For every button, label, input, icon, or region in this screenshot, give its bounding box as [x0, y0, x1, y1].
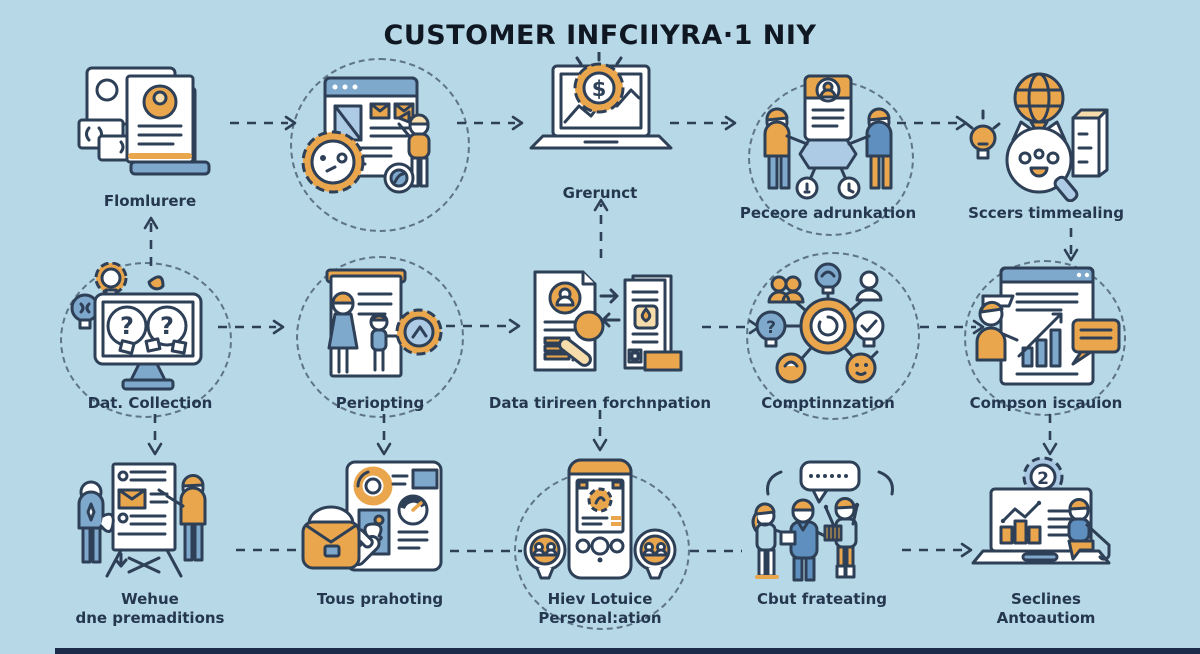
step-label: Comptinnzation: [761, 394, 895, 412]
svg-text:?: ?: [766, 318, 776, 338]
flow-step: Data tirireen forchnpation: [488, 262, 712, 413]
flow-arrow-right: [236, 548, 300, 552]
laptop-dollar-chart-icon: $: [529, 52, 673, 150]
step-label-line1: Hiev Lotuice: [547, 590, 653, 608]
step-label: Periopting: [335, 394, 425, 412]
step-label: Cbut frateating: [756, 590, 888, 608]
step-label-line2: Personal:ation: [538, 609, 662, 628]
website-email-gear-person-icon: [301, 76, 431, 194]
step-label-line1: Seclines: [1011, 590, 1081, 608]
svg-text:2: 2: [1037, 469, 1049, 489]
dashed-circle: [964, 260, 1126, 416]
page-title: CUSTOMER INFCIIYRA·1 NIY: [383, 20, 817, 51]
dashed-circle: [290, 58, 470, 232]
monitor-question-ideas-icon: ? ?: [70, 262, 203, 391]
flow-arrow-right: [690, 549, 742, 553]
flow-arrow-right: [230, 115, 297, 131]
dashed-circle: [60, 262, 232, 418]
step-label: Peceore adrunkation: [739, 204, 917, 222]
step-label: Grerunct: [562, 184, 638, 202]
flow-step: Wehue dne premaditions: [38, 458, 262, 628]
step-label: Seclines Antoautiom: [997, 590, 1096, 628]
flow-step: Tous prahoting: [268, 458, 492, 609]
flow-step: ? Comptinnzation: [716, 262, 940, 413]
briefcase-dashboard-hand-icon: [301, 460, 443, 572]
flow-arrow-right: [450, 549, 522, 553]
flow-step: 2 Seclines Antoautiom: [934, 455, 1158, 628]
flow-step: Flomlurere: [38, 60, 262, 211]
flow-step: Cbut frateating: [710, 458, 934, 609]
flow-arrow-right: [218, 319, 285, 335]
presentation-people-icon: [77, 462, 207, 578]
flow-step: Periopting: [268, 262, 492, 413]
step-label: Compson iscauion: [969, 394, 1123, 412]
people-chat-icon: [751, 460, 894, 582]
network-hub-icon: ?: [755, 262, 885, 384]
flow-step: [268, 68, 492, 198]
dashed-circle: [746, 252, 920, 420]
flow-step: Hiev Lotuice Personal:ation: [488, 458, 712, 628]
step-label: Sccers timmealing: [968, 204, 1124, 222]
step-label: Dat. Collection: [87, 394, 213, 412]
flow-arrow-up: [593, 198, 609, 258]
dashed-circle: [296, 256, 464, 418]
step-label-line2: dne premaditions: [75, 609, 225, 628]
step-label: Tous prahoting: [316, 590, 444, 608]
step-label-line2: Antoautiom: [996, 609, 1096, 628]
step-label-line1: Wehue: [121, 590, 179, 608]
globe-magnifier-search-icon: [965, 72, 1109, 202]
mobile-personalization-icon: [523, 458, 677, 580]
footer-bar: [55, 648, 1200, 654]
laptop-automation-gear-icon: 2: [971, 456, 1111, 565]
flow-step: Compson iscauion: [934, 262, 1158, 413]
flow-arrow-right: [457, 115, 524, 131]
customer-profile-monitor-icon: [77, 66, 211, 176]
flow-arrow-down: [1042, 414, 1058, 456]
document-transfer-magnifier-icon: [533, 270, 683, 372]
flow-step: $ Grerunct: [488, 52, 712, 203]
flow-arrow-down: [147, 414, 163, 456]
step-label: Data tirireen forchnpation: [488, 394, 712, 412]
flow-arrow-down: [592, 410, 608, 452]
flow-arrow-right: [902, 542, 973, 558]
flow-arrow-right: [920, 319, 985, 335]
family-document-gear-icon: [325, 268, 443, 378]
flow-arrow-down: [376, 414, 392, 456]
flow-step: Peceore adrunkation: [716, 72, 940, 223]
svg-text:$: $: [592, 77, 607, 101]
flow-arrow-up: [143, 216, 159, 266]
step-label: Hiev Lotuice Personal:ation: [538, 590, 661, 628]
flow-arrow-right: [446, 318, 521, 334]
step-label: Flomlurere: [103, 192, 197, 210]
flow-arrow-down: [1063, 228, 1079, 262]
svg-text:?: ?: [160, 312, 174, 340]
step-label: Wehue dne premaditions: [76, 590, 225, 628]
person-analytics-browser-icon: [975, 266, 1121, 386]
flow-step: ? ? Dat. Collection: [38, 262, 262, 413]
flow-arrow-right: [670, 115, 737, 131]
flow-step: Sccers timmealing: [934, 72, 1158, 223]
people-handshake-profile-icon: [763, 74, 893, 200]
svg-text:?: ?: [120, 312, 134, 340]
